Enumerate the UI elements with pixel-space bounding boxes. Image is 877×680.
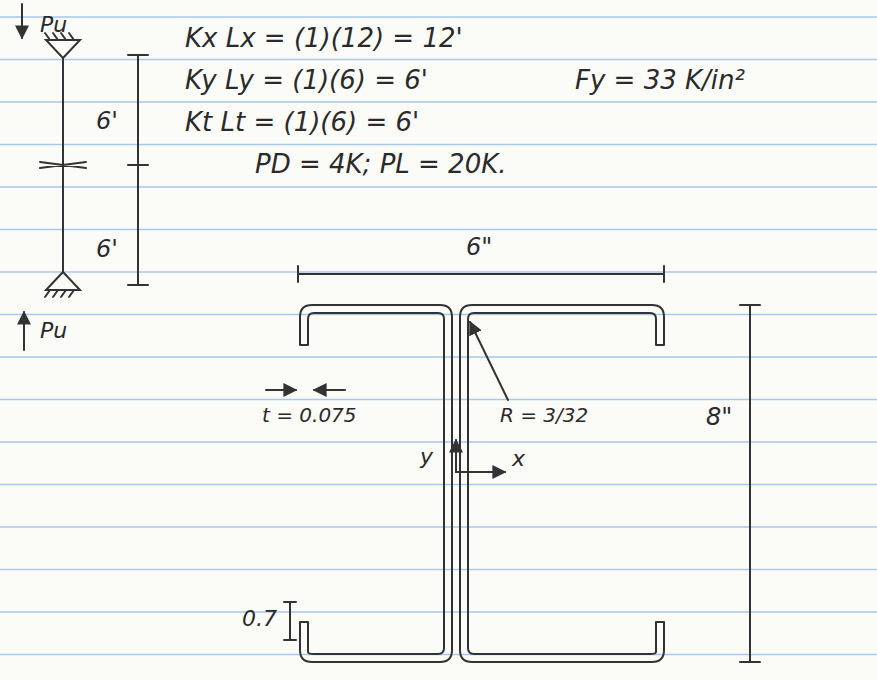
ruled-line — [0, 484, 877, 486]
load-label: Pu — [40, 318, 67, 343]
channel-section — [300, 305, 452, 662]
axis-arrow — [456, 471, 505, 473]
load-arrow — [21, 4, 23, 38]
axis-label: y — [420, 444, 433, 469]
radius-label: R = 3/32 — [500, 404, 588, 427]
effective-length: Kx Lx = (1)(12) = 12' — [185, 24, 463, 54]
leader-arrow — [314, 389, 345, 391]
ruled-line — [0, 229, 877, 231]
effective-length: Ky Ly = (1)(6) = 6' — [185, 66, 428, 96]
dimension-tick — [298, 266, 664, 282]
ruled-line — [0, 611, 877, 613]
yield-stress: Fy = 33 K/in² — [575, 66, 745, 96]
ruled-line — [0, 526, 877, 528]
dimension-line — [137, 55, 139, 285]
effective-length: Kt Lt = (1)(6) = 6' — [185, 108, 419, 138]
ruled-lines — [0, 17, 877, 655]
dimension-tick — [128, 55, 148, 285]
dimension-bracket — [284, 602, 296, 640]
pin-support — [46, 40, 80, 58]
lip-dimension: 0.7 — [242, 606, 277, 631]
dimension-line — [749, 305, 751, 662]
thickness-label: t = 0.075 — [262, 404, 357, 427]
dimension-tick — [740, 305, 760, 662]
channel-section — [460, 305, 664, 662]
ruled-line — [0, 271, 877, 273]
ruled-line — [0, 356, 877, 358]
depth-dimension: 8" — [706, 404, 732, 432]
axis-label: x — [512, 446, 525, 471]
axis-arrow — [455, 440, 457, 472]
ruled-line — [0, 101, 877, 103]
leader-arrow — [266, 389, 296, 391]
ruled-line — [0, 399, 877, 401]
dimension-line — [298, 273, 664, 275]
ruled-line — [0, 441, 877, 443]
length-dimension: 6' — [96, 108, 118, 136]
load-label: Pu — [40, 12, 67, 37]
pin-support — [46, 272, 80, 290]
length-dimension: 6' — [96, 236, 118, 264]
ruled-line — [0, 59, 877, 61]
load-values: PD = 4K; PL = 20K. — [255, 150, 507, 180]
ruled-line — [0, 144, 877, 146]
hatch — [45, 290, 74, 297]
leader-arrow — [470, 322, 508, 400]
ruled-line — [0, 569, 877, 571]
load-arrow — [23, 312, 25, 350]
brace — [40, 162, 86, 168]
ruled-line — [0, 16, 877, 18]
ruled-line — [0, 186, 877, 188]
width-dimension: 6" — [466, 234, 492, 262]
